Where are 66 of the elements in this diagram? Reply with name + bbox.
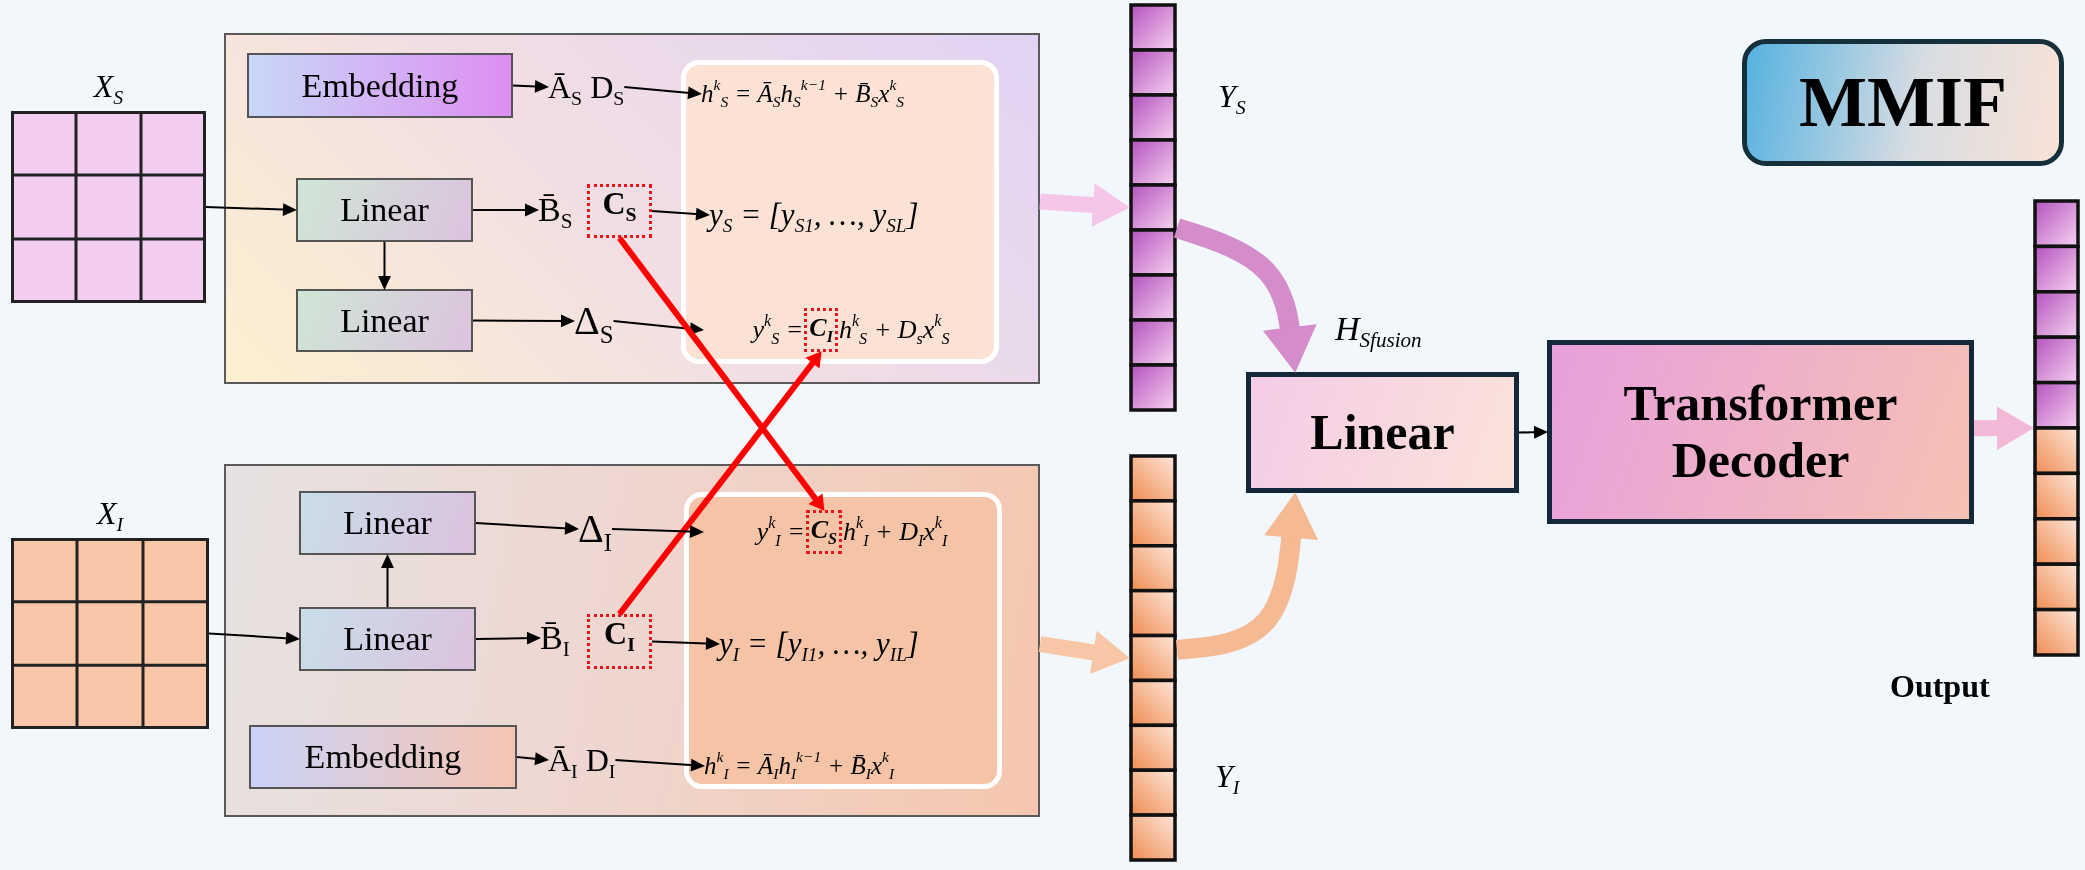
formula-panel bbox=[684, 492, 1002, 789]
module-panel bbox=[224, 464, 1040, 817]
arrow bbox=[651, 207, 710, 221]
arrow bbox=[381, 554, 394, 608]
block-arrow bbox=[1039, 183, 1130, 227]
formula-text: y$^{k}$$_{I}$ = bbox=[756, 517, 805, 547]
highlight-box: C$_{S}$ bbox=[587, 184, 652, 238]
box-label: Embedding bbox=[301, 66, 459, 105]
math-label: Δ$_{I}$ bbox=[578, 502, 612, 556]
process-box bbox=[299, 491, 476, 555]
box-label: Linear bbox=[340, 301, 429, 340]
formula-text: y$^{k}$$_{S}$ = bbox=[752, 315, 804, 345]
arrow bbox=[617, 236, 825, 511]
arrow bbox=[472, 314, 575, 328]
box-label: Transformer Decoder bbox=[1622, 374, 1899, 490]
formula-panel bbox=[681, 60, 999, 364]
box-label: Embedding bbox=[304, 738, 462, 776]
block-arrow bbox=[1176, 492, 1319, 660]
matrix-label: X$_{S}$ bbox=[91, 68, 125, 104]
process-box bbox=[296, 178, 473, 242]
arrow bbox=[617, 351, 822, 616]
arrow bbox=[1518, 425, 1548, 439]
process-box bbox=[299, 607, 476, 671]
title-text: MMIF bbox=[1799, 61, 2007, 144]
process-box bbox=[247, 53, 513, 118]
feature-vector bbox=[1129, 3, 1177, 412]
arrow bbox=[475, 521, 579, 535]
math-label: B̄$_{I}$ bbox=[540, 612, 570, 664]
arrow bbox=[651, 637, 720, 650]
arrow bbox=[614, 758, 705, 772]
box-label: Linear bbox=[1310, 403, 1455, 462]
arrow bbox=[205, 203, 297, 216]
box-label: Linear bbox=[340, 191, 429, 229]
math-label: Ā$_{I}$ D$_{I}$ bbox=[548, 737, 616, 783]
box-label: Linear bbox=[343, 620, 432, 658]
block-arrow bbox=[1173, 218, 1317, 373]
arrow bbox=[472, 203, 539, 217]
arrow bbox=[208, 631, 300, 645]
highlight-box: C$_{I}$ bbox=[804, 308, 838, 352]
math-label: Δ$_{S}$ bbox=[574, 294, 614, 348]
block-arrow bbox=[1973, 406, 2034, 450]
feature-vector bbox=[1129, 454, 1177, 862]
arrow bbox=[612, 320, 704, 336]
module-panel bbox=[224, 33, 1040, 384]
box-label: Linear bbox=[343, 504, 432, 542]
highlight-box: C$_{S}$ bbox=[805, 510, 843, 554]
process-box bbox=[1547, 340, 1974, 524]
feature-vector bbox=[2033, 199, 2080, 657]
process-box bbox=[249, 725, 517, 789]
title-box bbox=[1742, 39, 2064, 166]
math-label: B̄$_{S}$ bbox=[538, 185, 573, 235]
process-box bbox=[296, 289, 473, 352]
arrow bbox=[516, 752, 549, 766]
arrow bbox=[475, 631, 541, 645]
block-arrow bbox=[1038, 630, 1130, 674]
vector-label: Y$_{I}$ bbox=[1215, 758, 1240, 795]
arrow bbox=[512, 80, 549, 93]
arrow bbox=[623, 86, 702, 100]
math-label: Ā$_{S}$ D$_{S}$ bbox=[548, 64, 625, 110]
vector-label: Y$_{S}$ bbox=[1218, 78, 1246, 115]
output-label: Output bbox=[1890, 668, 1990, 705]
matrix-label: X$_{I}$ bbox=[95, 495, 125, 531]
arrow bbox=[378, 241, 391, 290]
highlight-box: C$_{I}$ bbox=[587, 614, 652, 669]
arrow bbox=[611, 525, 704, 538]
process-box bbox=[1246, 372, 1519, 493]
